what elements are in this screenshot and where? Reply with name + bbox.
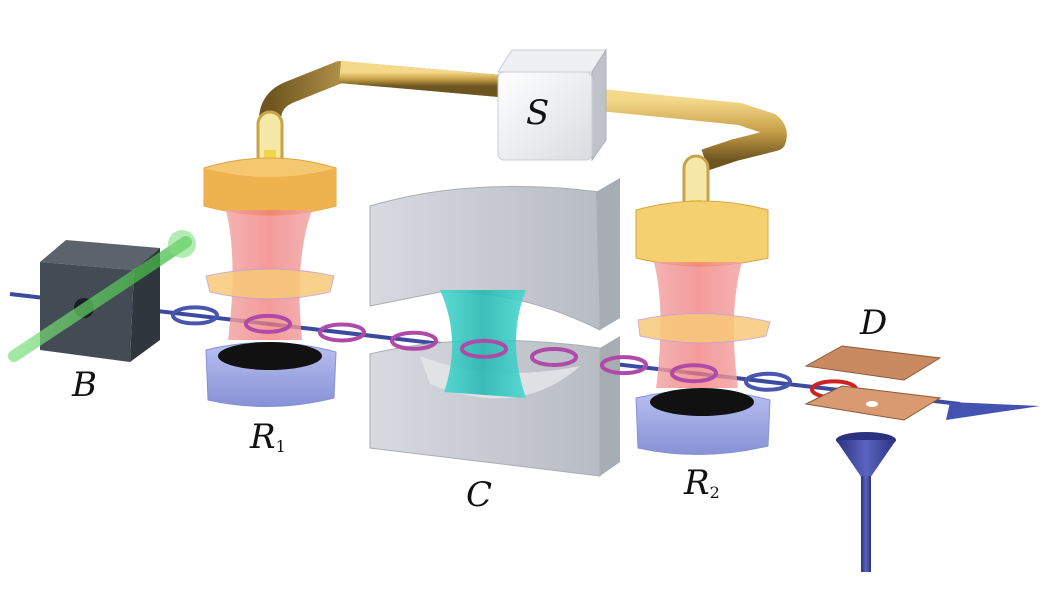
atom-ring-icon bbox=[171, 305, 219, 326]
label-source-S: S bbox=[526, 93, 550, 133]
atom-ring-icon bbox=[600, 355, 648, 376]
atom-ring-icon bbox=[530, 346, 578, 367]
source-box bbox=[497, 48, 607, 162]
label-detector-D: D bbox=[860, 303, 888, 343]
green-laser bbox=[8, 230, 196, 362]
atom-ring-icon bbox=[460, 338, 508, 359]
atom-ring-icon bbox=[318, 322, 366, 343]
detector-plates bbox=[804, 345, 942, 421]
atom-ring-icon bbox=[390, 330, 438, 351]
atom-ring-icon bbox=[744, 371, 792, 392]
ramsey-zone-2 bbox=[635, 200, 771, 455]
atom-ring-icon bbox=[670, 363, 718, 384]
label-ramsey-R1: R1 bbox=[250, 417, 286, 457]
label-oven-B: B bbox=[72, 365, 97, 405]
funnel-icon bbox=[836, 432, 896, 572]
label-cavity-C: C bbox=[466, 475, 493, 515]
label-ramsey-R2: R2 bbox=[684, 463, 720, 503]
beam-arrow-icon bbox=[946, 402, 1040, 420]
cavity-mirrors bbox=[369, 178, 620, 477]
atom-ring-icon bbox=[244, 313, 292, 334]
ramsey-zone-1 bbox=[203, 157, 337, 407]
